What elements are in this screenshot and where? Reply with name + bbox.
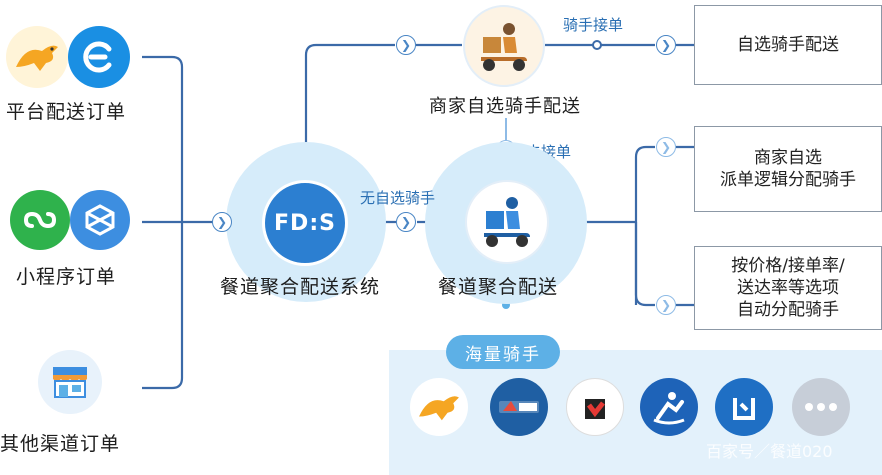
fds-logo: FD:S xyxy=(262,180,348,266)
more-logo xyxy=(792,378,850,436)
auto-assign-box: 按价格/接单率/ 送达率等选项 自动分配骑手 xyxy=(694,246,882,330)
chevron-right-icon: ❯ xyxy=(396,212,416,232)
fds-logo-text: FD:S xyxy=(274,210,336,236)
miniprogram-icon xyxy=(10,190,70,250)
system-label: 餐道聚合配送系统 xyxy=(220,276,381,298)
self-rider-delivery-text: 自选骑手配送 xyxy=(737,35,839,55)
auto-assign-line2: 送达率等选项 xyxy=(737,278,839,298)
source-other-label: 其他渠道订单 xyxy=(0,433,121,455)
aggregate-label: 餐道聚合配送 xyxy=(438,276,559,298)
auto-assign-line3: 自动分配骑手 xyxy=(737,300,839,320)
riders-title: 海量骑手 xyxy=(446,335,560,369)
merchant-logic-box: 商家自选 派单逻辑分配骑手 xyxy=(694,126,882,212)
chevron-right-icon: ❯ xyxy=(656,35,676,55)
shansong-logo xyxy=(566,378,624,436)
rider-accept-label: 骑手接单 xyxy=(563,16,624,34)
kangaroo-logo xyxy=(410,378,468,436)
merchant-logic-line2: 派单逻辑分配骑手 xyxy=(720,170,856,190)
chevron-right-icon: ❯ xyxy=(656,137,676,157)
merchant-logic-line1: 商家自选 xyxy=(754,148,822,168)
uu-logo xyxy=(715,378,773,436)
source-platform-label: 平台配送订单 xyxy=(6,101,127,123)
chevron-right-icon: ❯ xyxy=(656,295,676,315)
chevron-right-icon: ❯ xyxy=(212,212,232,232)
auto-assign-line1: 按价格/接单率/ xyxy=(731,256,845,276)
kangaroo-icon xyxy=(6,26,68,88)
dianwoda-logo xyxy=(640,378,698,436)
merchant-rider-label: 商家自选骑手配送 xyxy=(429,96,581,117)
no-self-rider-label: 无自选骑手 xyxy=(360,189,436,207)
storefront-icon xyxy=(38,350,102,414)
self-rider-delivery-box: 自选骑手配送 xyxy=(694,5,882,85)
blue-courier-scooter-icon xyxy=(465,180,549,264)
eleme-icon xyxy=(68,26,130,88)
chevron-right-icon: ❯ xyxy=(396,35,416,55)
watermark: 百家号／餐道020 xyxy=(706,442,833,461)
courier-scooter-icon xyxy=(463,5,545,87)
mall-cube-icon xyxy=(70,190,130,250)
source-miniprogram-label: 小程序订单 xyxy=(16,266,117,288)
dada-logo xyxy=(490,378,548,436)
